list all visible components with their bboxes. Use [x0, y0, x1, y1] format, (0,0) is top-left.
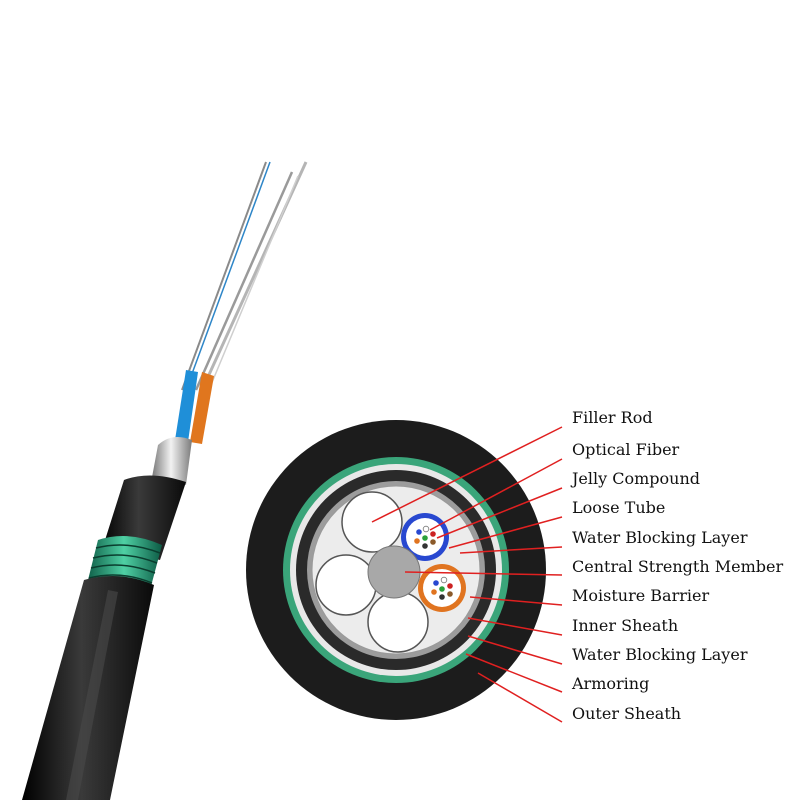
label-optical-fiber: Optical Fiber — [572, 440, 680, 459]
fiber-strand — [185, 161, 271, 391]
label-central-strength-member: Central Strength Member — [572, 557, 784, 576]
outer-jacket-segment — [22, 576, 154, 800]
leader-line — [448, 516, 563, 549]
filler-rod — [315, 554, 377, 616]
label-loose-tube: Loose Tube — [572, 498, 666, 517]
leader-line — [465, 653, 563, 693]
loose-tube-orange — [190, 372, 214, 444]
leader-line — [469, 596, 563, 606]
leader-line — [404, 571, 563, 576]
label-water-blocking-layer-2: Water Blocking Layer — [572, 645, 748, 664]
jacket-highlight — [66, 590, 118, 800]
cable-illustration — [22, 161, 308, 800]
fiber-strand — [194, 171, 294, 391]
fiber-strand — [181, 161, 267, 391]
armor-ridges — [88, 544, 161, 584]
leader-line — [436, 487, 563, 539]
label-jelly-compound: Jelly Compound — [572, 469, 701, 488]
label-armoring: Armoring — [572, 674, 650, 693]
filler-rod — [367, 591, 429, 653]
leader-line — [467, 617, 563, 636]
label-outer-sheath: Outer Sheath — [572, 704, 682, 723]
cross-section — [246, 420, 546, 720]
leader-line — [371, 426, 563, 523]
metal-tape — [150, 436, 192, 488]
leader-line — [477, 672, 563, 723]
label-water-blocking-layer-1: Water Blocking Layer — [572, 528, 748, 547]
leader-line — [429, 458, 563, 531]
leader-line — [467, 635, 563, 665]
label-inner-sheath: Inner Sheath — [572, 616, 679, 635]
leader-lines — [371, 426, 563, 723]
fiber-strand — [207, 175, 299, 393]
label-filler-rod: Filler Rod — [572, 408, 653, 427]
leader-line — [459, 546, 563, 554]
loose-tube-blue — [175, 370, 198, 442]
label-moisture-barrier: Moisture Barrier — [572, 586, 710, 605]
